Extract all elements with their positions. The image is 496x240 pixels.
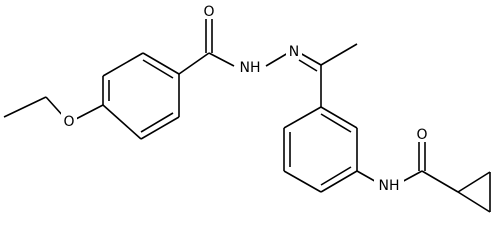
bond-n-c-imine-2 — [298, 59, 318, 72]
bond-cyclopropyl-c — [457, 191, 491, 213]
bond-ring1-e — [140, 116, 180, 140]
bond-cyclopropyl-a — [457, 171, 491, 193]
bond-ring2-a — [320, 106, 358, 129]
atom-o-carbonyl-bottom: O — [416, 127, 427, 143]
bond-o-aryl — [73, 104, 104, 121]
bond-ring2-d — [283, 170, 322, 193]
atom-n-imine: N — [289, 44, 299, 60]
bond-ring1-e-inner — [140, 112, 174, 133]
bond-ring1-c — [142, 52, 180, 75]
atom-nh-hydrazide: NH — [240, 60, 261, 76]
bond-ring2-c-inner — [320, 166, 352, 186]
atom-nh-amide: NH — [379, 178, 400, 194]
bond-carbonyl-nh — [208, 52, 235, 67]
bond-ring1-f — [102, 104, 142, 140]
bond-imine-methyl — [320, 43, 358, 66]
bond-ring1-b — [102, 52, 144, 77]
bond-ring2-f — [283, 106, 322, 129]
bond-ring2-c — [320, 170, 358, 193]
bond-nh-n — [265, 52, 289, 67]
bond-ring2-a-inner — [320, 113, 352, 133]
bond-carbonyl-cyclopropyl — [421, 170, 459, 193]
atom-o-ether: O — [63, 114, 74, 130]
bond-ring1-c-inner — [142, 59, 174, 79]
bond-n-c-imine — [299, 52, 322, 66]
molecule-diagram: O NH N O NH O — [3, 2, 491, 213]
bond-ring1-carbonyl — [178, 52, 210, 75]
bond-ethyl-ch3 — [3, 96, 47, 118]
atom-o-carbonyl-top: O — [203, 4, 214, 20]
